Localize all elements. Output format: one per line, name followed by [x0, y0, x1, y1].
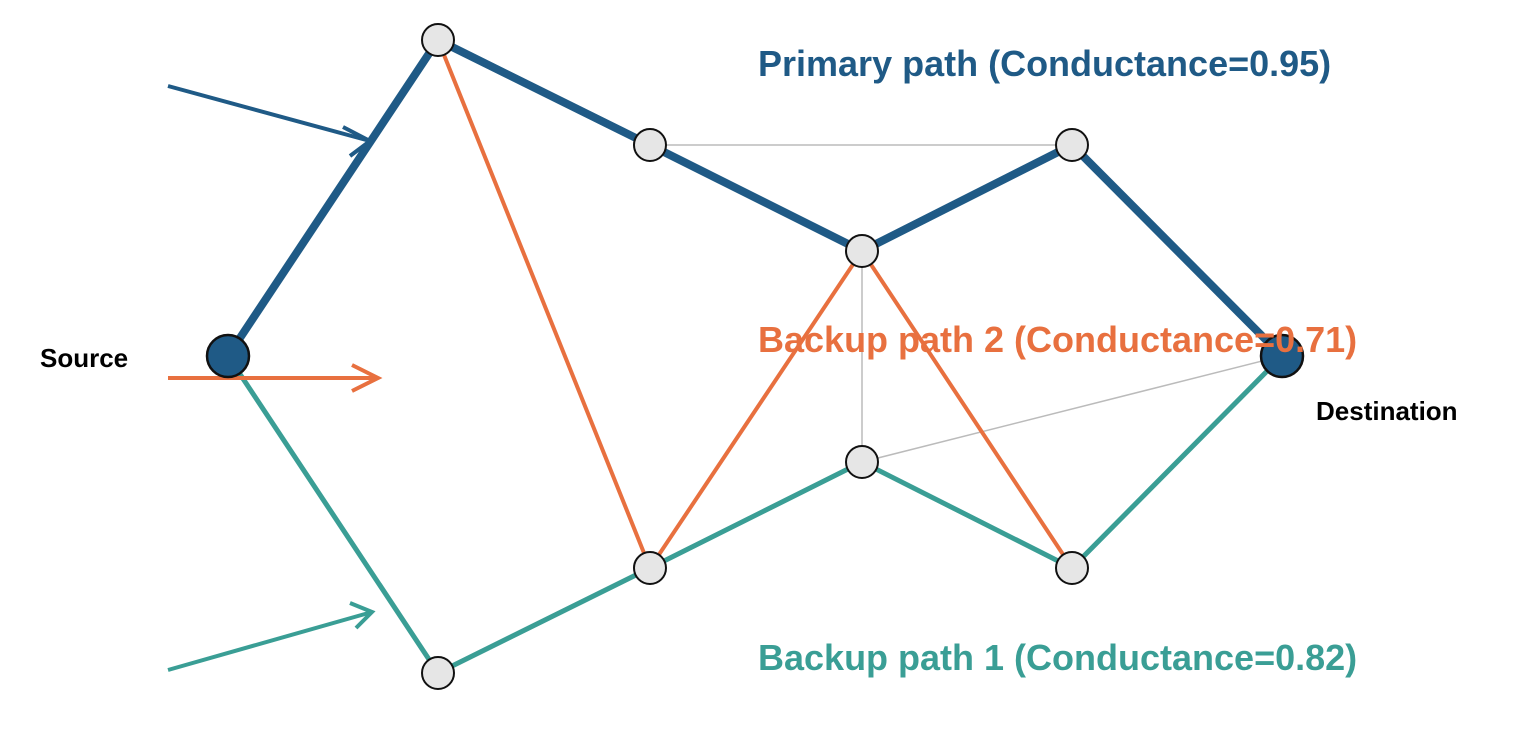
- backup-path-2-edges: [436, 39, 1074, 570]
- backup2-edge: [436, 39, 652, 569]
- backup-path-1-edges: [225, 354, 1284, 676]
- nodes: [205, 23, 1305, 690]
- network-node: [633, 128, 667, 162]
- primary-path-edges: [224, 36, 1285, 359]
- backup2-edge: [648, 249, 864, 570]
- primary-edge: [224, 37, 442, 359]
- network-node: [845, 445, 879, 479]
- network-node: [421, 656, 455, 690]
- backup2-edge: [860, 249, 1074, 570]
- destination-node: [1259, 333, 1305, 379]
- primary-edge: [436, 36, 652, 149]
- primary-edge: [860, 141, 1074, 255]
- gray-edges: [650, 144, 1283, 463]
- backup2-arrow: [168, 363, 383, 393]
- backup1-edge: [1070, 354, 1284, 570]
- network-node: [633, 551, 667, 585]
- network-node: [845, 234, 879, 268]
- network-node: [1055, 128, 1089, 162]
- source-node: [205, 333, 251, 379]
- network-node: [421, 23, 455, 57]
- backup1-edge: [860, 459, 1074, 571]
- primary-arrow: [167, 84, 374, 158]
- backup1-arrow: [167, 601, 376, 672]
- path-arrows: [167, 84, 383, 672]
- backup1-edge: [648, 459, 864, 571]
- backup-path-2-label: Backup path 2 (Conductance=0.71): [758, 319, 1357, 360]
- backup1-edge: [225, 354, 441, 675]
- primary-path-label: Primary path (Conductance=0.95): [758, 43, 1331, 84]
- backup1-edge: [436, 565, 652, 676]
- source-label: Source: [40, 343, 128, 373]
- primary-edge: [648, 141, 864, 255]
- backup-path-1-label: Backup path 1 (Conductance=0.82): [758, 637, 1357, 678]
- primary-edge: [1069, 142, 1285, 359]
- network-node: [1055, 551, 1089, 585]
- gray-edge-diagonal: [861, 355, 1283, 463]
- destination-label: Destination: [1316, 396, 1458, 426]
